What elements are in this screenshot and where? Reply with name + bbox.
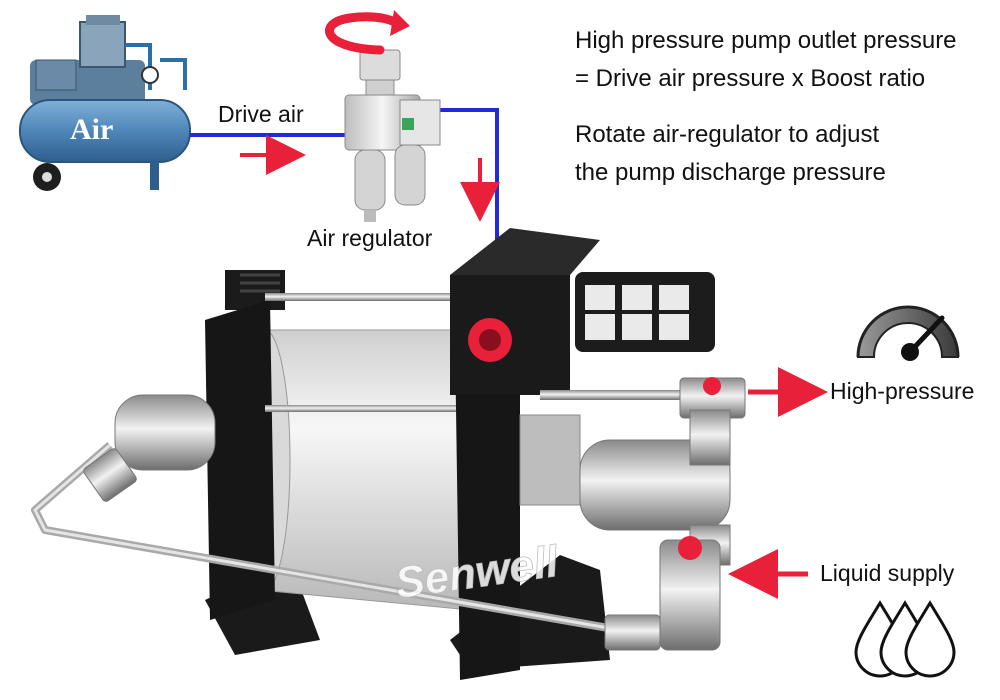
droplets-icon	[854, 600, 956, 678]
booster-pump	[31, 228, 746, 680]
formula-line-2: = Drive air pressure x Boost ratio	[575, 65, 926, 92]
high-pressure-label: High-pressure	[830, 378, 975, 404]
adjust-line-2: the pump discharge pressure	[575, 159, 886, 186]
gauge-icon	[856, 305, 960, 361]
air-compressor	[19, 15, 191, 191]
rotate-arrow-icon	[325, 10, 410, 55]
formula-line-1: High pressure pump outlet pressure	[575, 27, 957, 54]
air-regulator	[344, 49, 441, 222]
liquid-supply-label: Liquid supply	[820, 560, 955, 586]
adjust-line-1: Rotate air-regulator to adjust	[575, 121, 880, 148]
compressor-label: Air	[70, 113, 114, 146]
drive-air-label: Drive air	[218, 101, 304, 127]
air-regulator-label: Air regulator	[307, 225, 433, 251]
